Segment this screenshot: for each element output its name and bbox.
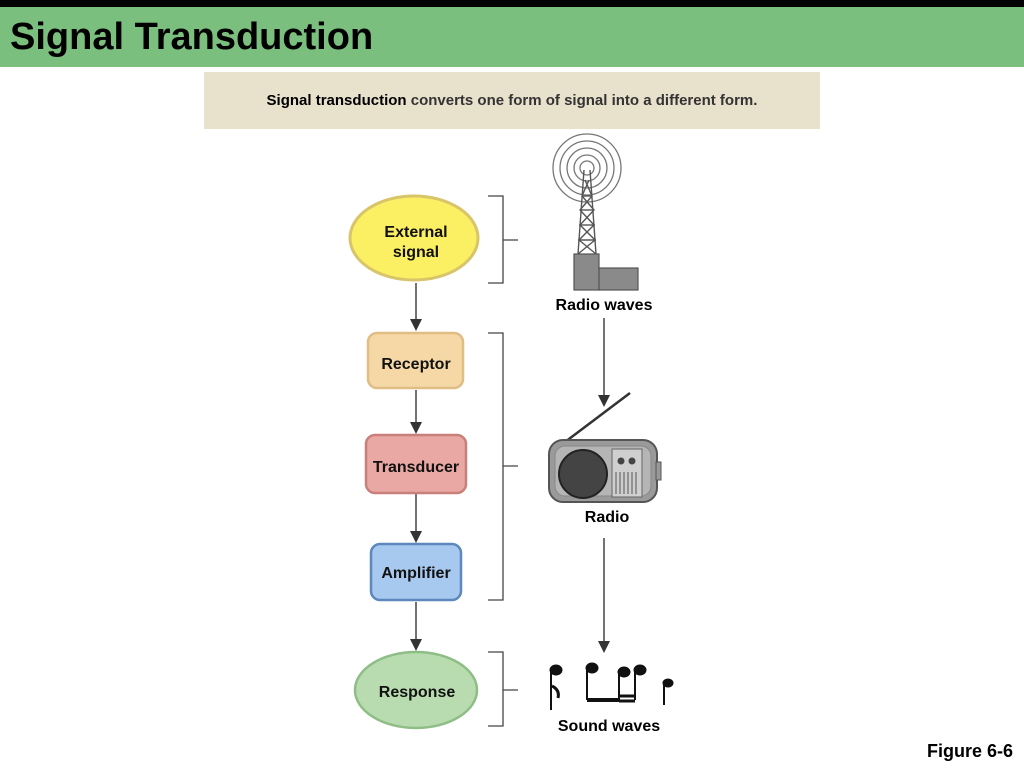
sound-waves-label: Sound waves: [558, 718, 660, 735]
caption-box: Signal transduction converts one form of…: [204, 72, 820, 129]
radio-label: Radio: [585, 509, 630, 526]
bracket-response: [488, 651, 518, 727]
response-node: Response: [353, 650, 479, 730]
bracket-cell-machinery: [488, 332, 518, 601]
transducer-label: Transducer: [373, 459, 459, 476]
amplifier-node: Amplifier: [369, 542, 463, 602]
brackets: [488, 195, 518, 727]
response-label: Response: [379, 684, 456, 701]
external-signal-node: External signal: [348, 194, 480, 282]
external-signal-label-line2: signal: [393, 244, 439, 261]
external-signal-label-line1: External: [384, 224, 447, 241]
music-notes-icon: [549, 662, 674, 710]
figure-label: Figure 6-6: [926, 741, 1013, 761]
radio-tower-icon: [552, 133, 639, 291]
transducer-node: Transducer: [364, 433, 468, 495]
slide-title: Signal Transduction: [10, 16, 374, 58]
top-black-bar: [0, 0, 1024, 7]
receptor-label: Receptor: [381, 356, 450, 373]
bracket-external-signal: [488, 195, 518, 284]
radio-icon: [548, 392, 662, 503]
caption-text: converts one form of signal into a diffe…: [406, 92, 758, 109]
caption-term: Signal transduction: [266, 92, 407, 109]
receptor-node: Receptor: [366, 331, 465, 390]
radio-waves-label: Radio waves: [556, 297, 653, 314]
amplifier-label: Amplifier: [381, 565, 450, 582]
title-band: [0, 7, 1024, 67]
